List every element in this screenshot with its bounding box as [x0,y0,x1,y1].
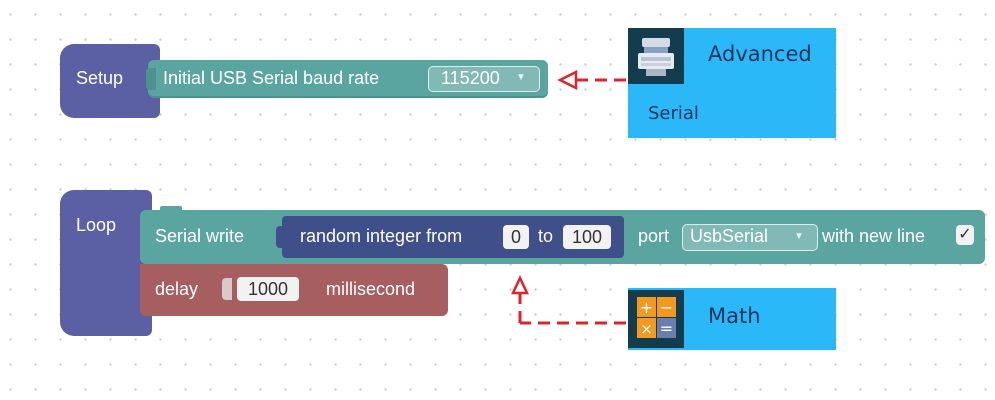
delay-label: delay [155,279,199,299]
loop-label: Loop [76,215,117,235]
random-to-value: 100 [571,227,603,247]
new-line-label: with new line [822,226,926,246]
chevron-down-icon: ▼ [794,231,804,242]
delay-field[interactable] [237,277,299,301]
random-from-value: 0 [510,227,521,247]
arrow-advanced-to-setup [557,69,626,91]
random-from-field[interactable] [503,225,529,249]
random-integer-label: random integer from [300,226,463,246]
baud-rate-dropdown[interactable] [428,66,540,92]
new-line-checkbox[interactable]: ✓ [956,225,974,245]
svg-text:=: = [660,319,673,338]
calculator-icon: + − × = [628,290,684,348]
setup-block[interactable] [60,44,160,118]
svg-text:×: × [640,320,653,338]
advanced-category-label: Advanced [708,42,812,66]
millisecond-label: millisecond [326,279,416,299]
advanced-robot-icon [628,28,684,84]
baud-rate-value: 115200 [441,68,500,88]
serial-subcategory-label[interactable]: Serial [648,103,699,124]
setup-label: Setup [76,68,124,88]
random-to-field[interactable] [563,225,611,249]
loop-block[interactable] [60,190,152,336]
baud-rate-label: Initial USB Serial baud rate [163,68,380,88]
port-dropdown[interactable] [682,224,818,251]
random-to-label: to [538,226,554,246]
delay-value: 1000 [247,279,289,299]
port-value: UsbSerial [690,226,769,246]
delay-input-socket [222,278,232,300]
port-label: port [638,226,670,246]
svg-text:−: − [660,298,673,317]
chevron-down-icon: ▼ [516,72,526,83]
math-category-label: Math [708,304,761,328]
serial-write-label: Serial write [155,226,245,246]
svg-text:+: + [640,298,653,317]
arrow-math-to-random [511,275,626,325]
